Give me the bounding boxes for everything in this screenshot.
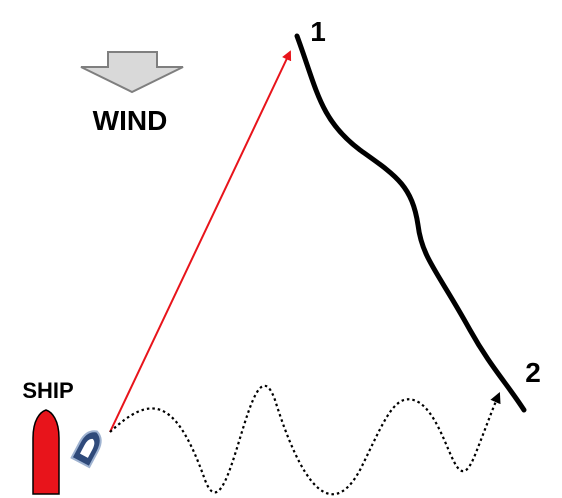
- coastline-line: [294, 33, 527, 413]
- point-1-label: 1: [310, 16, 326, 47]
- wind-arrow-icon: [80, 51, 184, 94]
- ship-label: SHIP: [22, 378, 73, 403]
- ship-icon: [32, 409, 60, 495]
- direct-route-arrow: [109, 50, 292, 433]
- drift-path-arrow: [109, 384, 501, 496]
- point-2-label: 2: [525, 357, 541, 388]
- wind-label: WIND: [93, 105, 168, 136]
- lifeboat-icon: [70, 430, 102, 469]
